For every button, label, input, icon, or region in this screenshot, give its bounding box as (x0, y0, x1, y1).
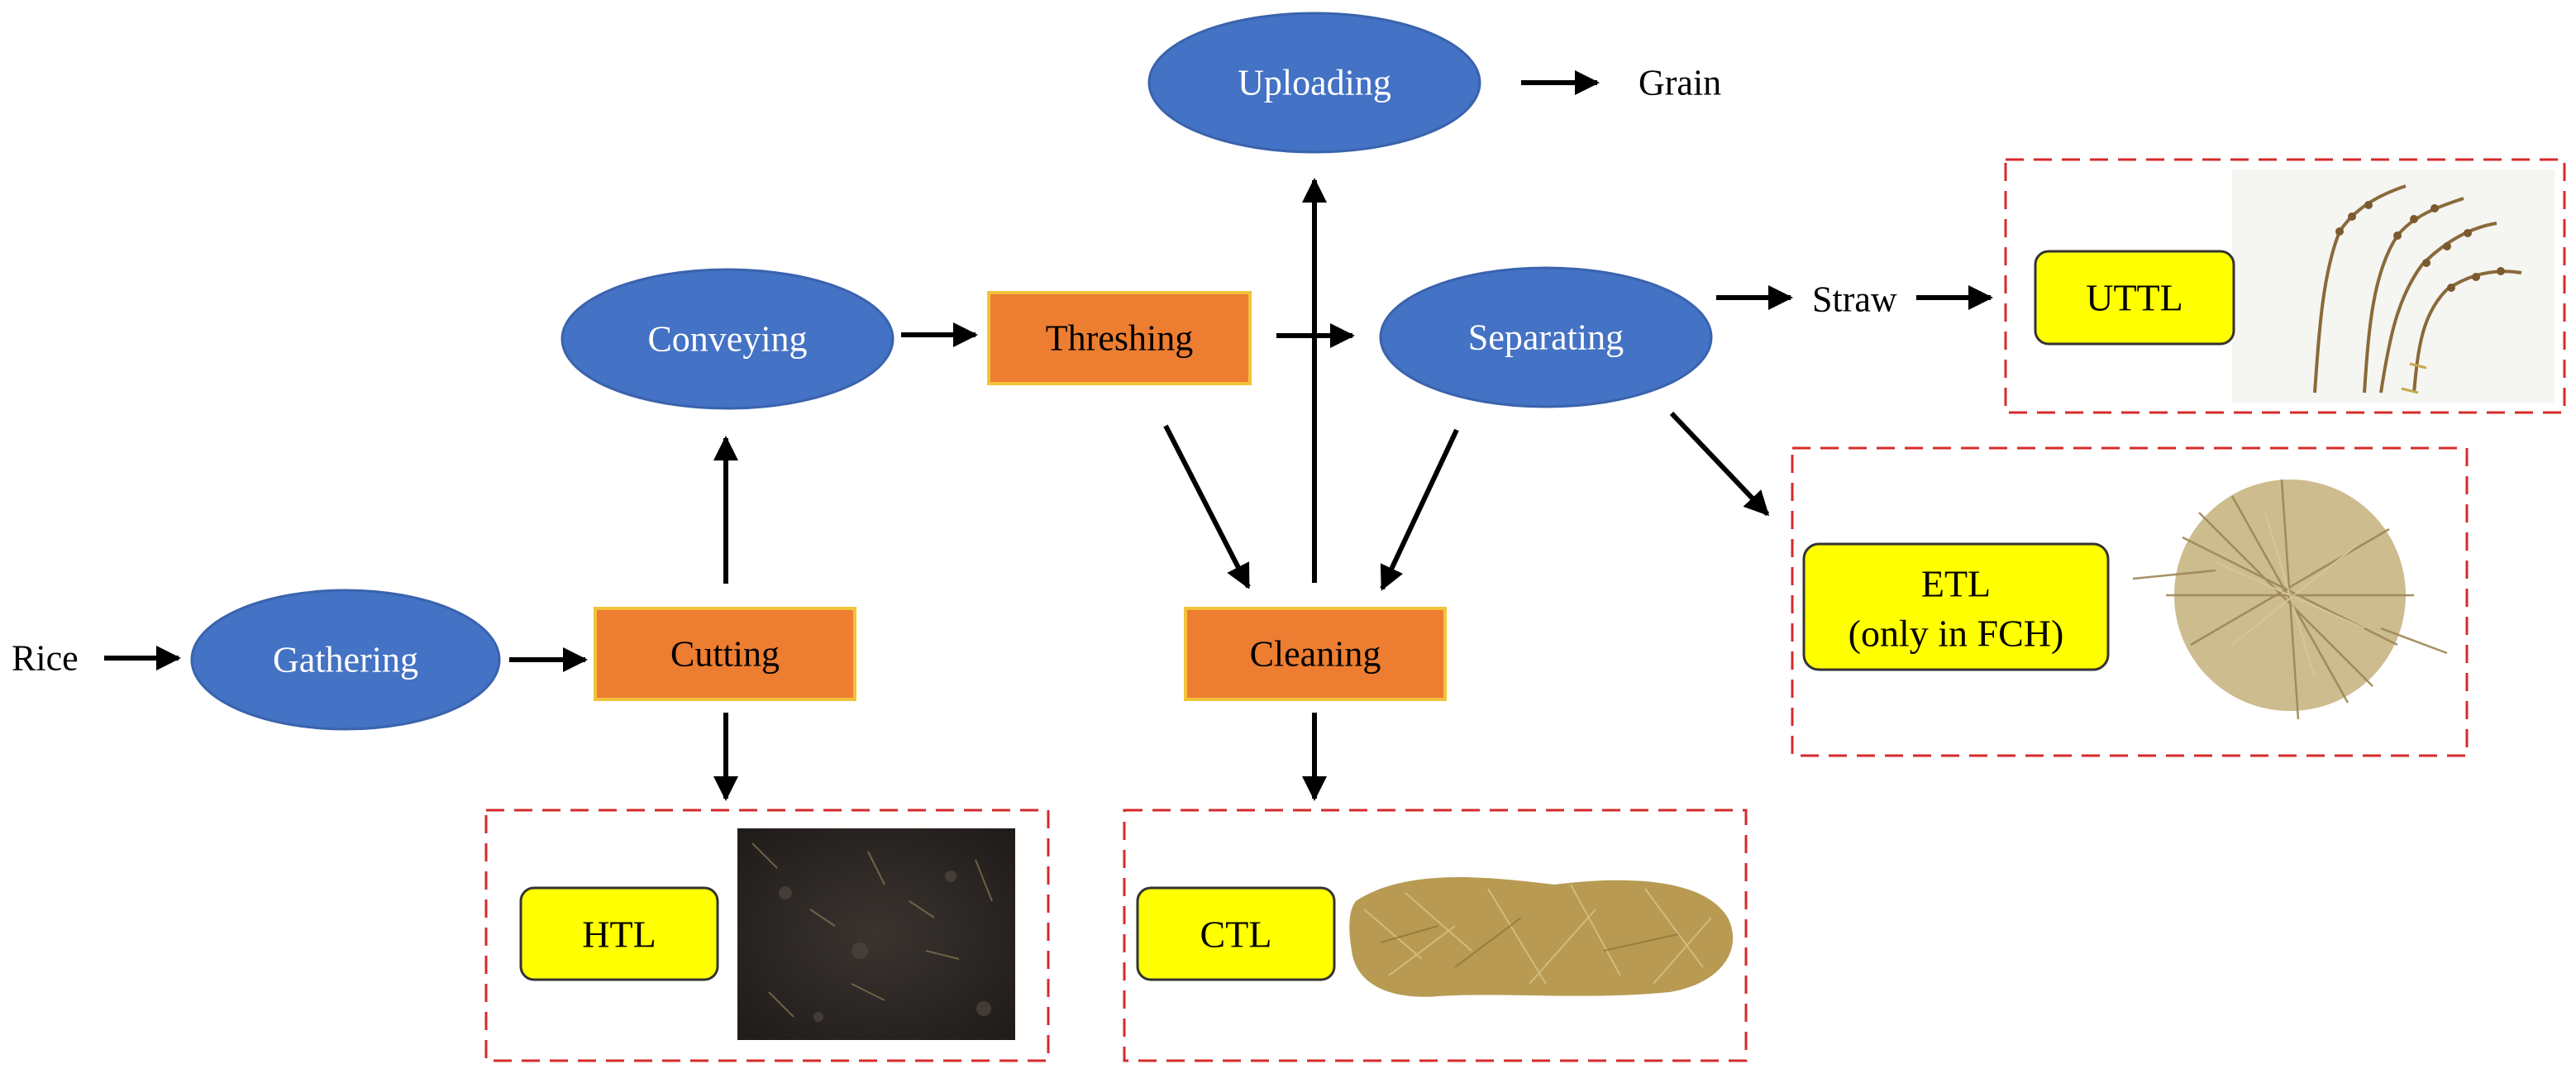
svg-text:Cutting: Cutting (670, 634, 780, 675)
straw-tangle-photo (2132, 479, 2448, 720)
svg-text:ETL: ETL (1921, 563, 1991, 605)
arrow-threshing-to-cleaning (1163, 424, 1251, 589)
soil-photo (737, 828, 1015, 1040)
arrow-separating-to-etl (1669, 411, 1770, 517)
htl-label: HTL (519, 886, 719, 981)
svg-text:(only in FCH): (only in FCH) (1849, 613, 2064, 655)
arrow-separating-to-cleaning (1380, 428, 1459, 591)
svg-text:UTTL: UTTL (2086, 277, 2183, 319)
uploading-node: Uploading (1147, 12, 1481, 154)
svg-text:CTL: CTL (1200, 914, 1272, 956)
svg-text:Uploading: Uploading (1238, 63, 1391, 103)
rice-input-label: Rice (12, 638, 79, 679)
svg-text:Threshing: Threshing (1046, 318, 1193, 359)
threshing-node: Threshing (987, 291, 1252, 385)
ctl-label: CTL (1136, 886, 1336, 981)
flow-arrows (104, 70, 1993, 801)
gathering-node: Gathering (190, 589, 501, 731)
etl-label: ETL (only in FCH) (1802, 542, 2110, 671)
straw-pile-photo (1349, 877, 1734, 997)
uttl-label: UTTL (2034, 250, 2235, 346)
grain-output-label: Grain (1639, 63, 1721, 103)
separating-node: Separating (1379, 266, 1713, 408)
uttl-loss-box (2004, 158, 2566, 414)
svg-text:Cleaning: Cleaning (1250, 634, 1381, 675)
svg-text:Gathering: Gathering (273, 640, 418, 680)
ctl-loss-box (1123, 809, 1748, 1062)
etl-loss-box (1791, 446, 2469, 757)
svg-text:Separating: Separating (1468, 317, 1624, 358)
conveying-node: Conveying (561, 268, 894, 410)
cleaning-node: Cleaning (1184, 607, 1447, 701)
cutting-node: Cutting (594, 607, 856, 701)
htl-loss-box (484, 809, 1050, 1062)
straw-output-label: Straw (1812, 279, 1897, 320)
svg-text:Conveying: Conveying (647, 319, 807, 360)
svg-text:HTL: HTL (582, 914, 656, 956)
rice-panicle-photo (2232, 169, 2555, 403)
